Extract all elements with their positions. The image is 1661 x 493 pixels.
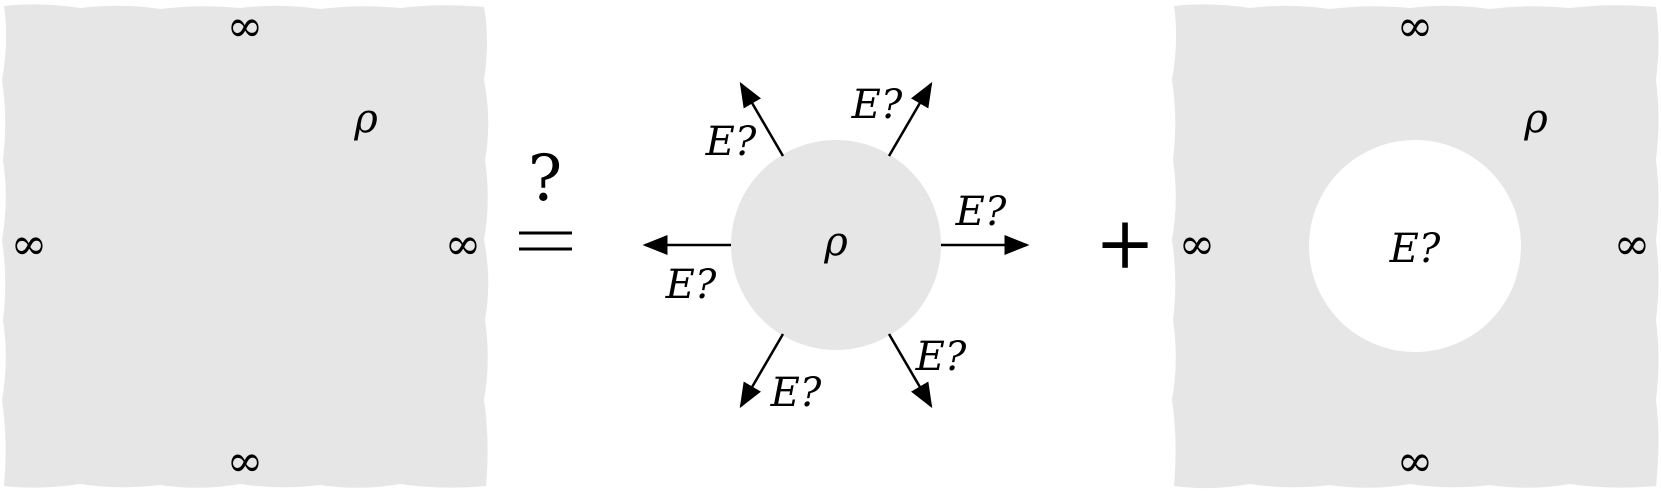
- charged-sphere: [731, 140, 941, 350]
- sphere-rho-label: ρ: [823, 219, 848, 265]
- equals-question-sign: ?: [519, 142, 572, 251]
- field-label-lower-left: E?: [770, 370, 822, 416]
- right-rho-label: ρ: [1523, 96, 1548, 142]
- field-label-left: E?: [665, 262, 717, 308]
- field-label-upper-right: E?: [851, 82, 903, 128]
- field-label-right: E?: [955, 189, 1007, 235]
- left-rho-label: ρ: [353, 96, 378, 142]
- left-infinity-bottom: ∞: [227, 436, 264, 487]
- field-arrow-lower-right: [887, 333, 933, 409]
- left-infinity-left: ∞: [11, 219, 48, 270]
- field-label-lower-right: E?: [915, 334, 967, 380]
- plus-sign: +: [1095, 201, 1155, 285]
- charged-sphere-group: ρ E? E? E? E? E? E?: [642, 81, 1030, 416]
- right-region-shape: [1172, 4, 1659, 489]
- right-infinite-region: ρ E? ∞ ∞ ∞ ∞: [1172, 1, 1659, 489]
- field-arrow-upper-right: [887, 81, 933, 157]
- field-arrow-upper-left: [739, 81, 785, 157]
- right-infinity-left: ∞: [1179, 219, 1216, 270]
- left-infinite-region: ρ ∞ ∞ ∞ ∞: [2, 1, 489, 488]
- left-region-shape: [2, 4, 489, 488]
- question-mark: ?: [528, 142, 562, 216]
- hole-field-label: E?: [1389, 226, 1441, 272]
- right-infinity-bottom: ∞: [1397, 436, 1434, 487]
- left-infinity-top: ∞: [227, 1, 264, 52]
- left-infinity-right: ∞: [445, 219, 482, 270]
- field-arrow-lower-left: [739, 333, 785, 409]
- right-infinity-top: ∞: [1397, 1, 1434, 52]
- field-label-upper-left: E?: [705, 119, 757, 165]
- right-infinity-right: ∞: [1614, 219, 1651, 270]
